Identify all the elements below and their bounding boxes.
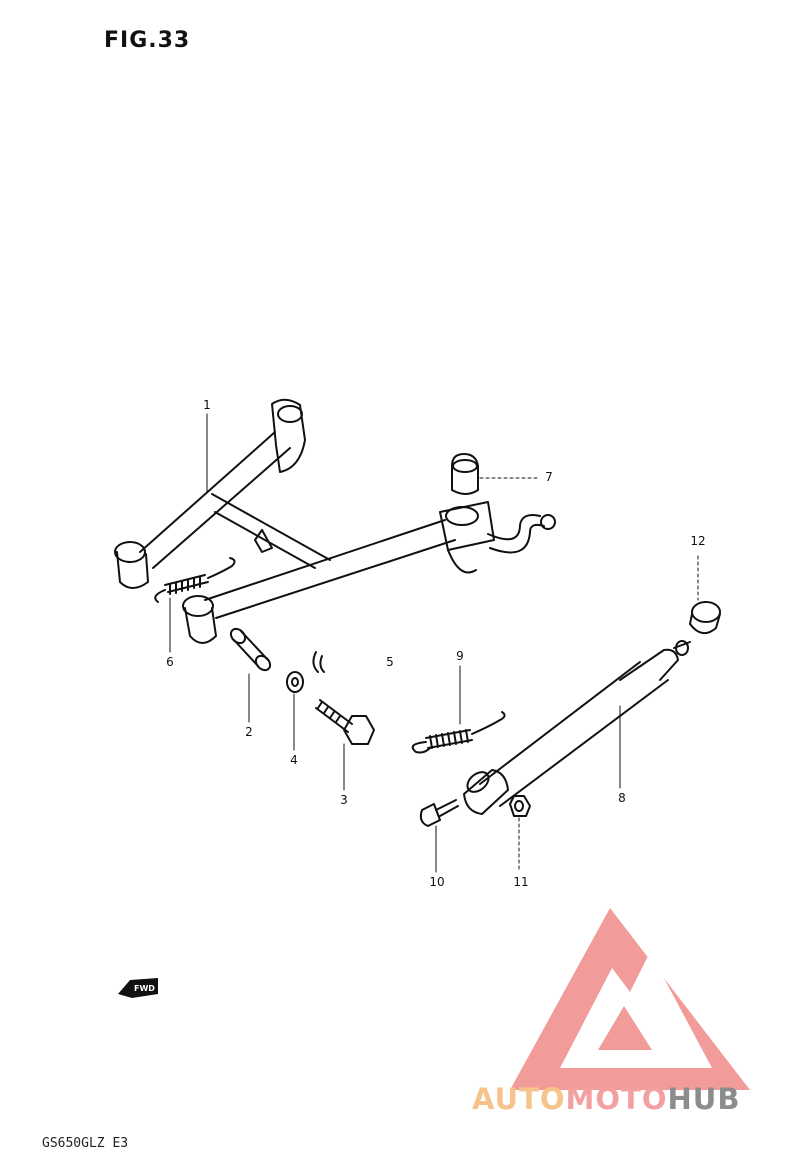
side-stand-spring (411, 711, 506, 754)
side-stand (463, 640, 691, 815)
watermark-logo (510, 908, 750, 1090)
model-code: GS650GLZ E3 (42, 1136, 129, 1151)
bolt (315, 699, 375, 745)
callout-part-5: 5 (386, 655, 394, 669)
rubber-cap (451, 453, 479, 495)
pivot-bolt (419, 799, 459, 827)
callout-part-9: 9 (456, 649, 464, 663)
rubber-stopper (689, 601, 721, 635)
brand-part-hub: HUB (667, 1082, 741, 1116)
forward-direction-marker: FWD (118, 978, 158, 998)
callout-part-8: 8 (618, 791, 626, 805)
stand-spring-left (154, 557, 236, 603)
callout-part-3: 3 (340, 793, 348, 807)
callout-part-2: 2 (245, 725, 253, 739)
leader-lines (169, 413, 699, 873)
callout-part-11: 11 (513, 875, 529, 889)
cotter-pin (312, 651, 325, 673)
callout-part-1: 1 (203, 398, 211, 412)
callout-part-10: 10 (429, 875, 445, 889)
figure-title: FIG.33 (104, 28, 191, 53)
brand-part-moto: MOTO (565, 1082, 668, 1116)
callout-part-7: 7 (545, 470, 553, 484)
bush (229, 627, 272, 672)
callout-part-4: 4 (290, 753, 298, 767)
callout-part-6: 6 (166, 655, 174, 669)
brand-part-auto: AUTO (472, 1082, 566, 1116)
watermark-brand-text: AUTOMOTOHUB (472, 1082, 740, 1116)
center-stand-frame (114, 398, 556, 644)
callout-part-12: 12 (690, 534, 706, 548)
svg-text:FWD: FWD (134, 984, 155, 993)
washer (286, 671, 304, 693)
nut (509, 795, 531, 817)
